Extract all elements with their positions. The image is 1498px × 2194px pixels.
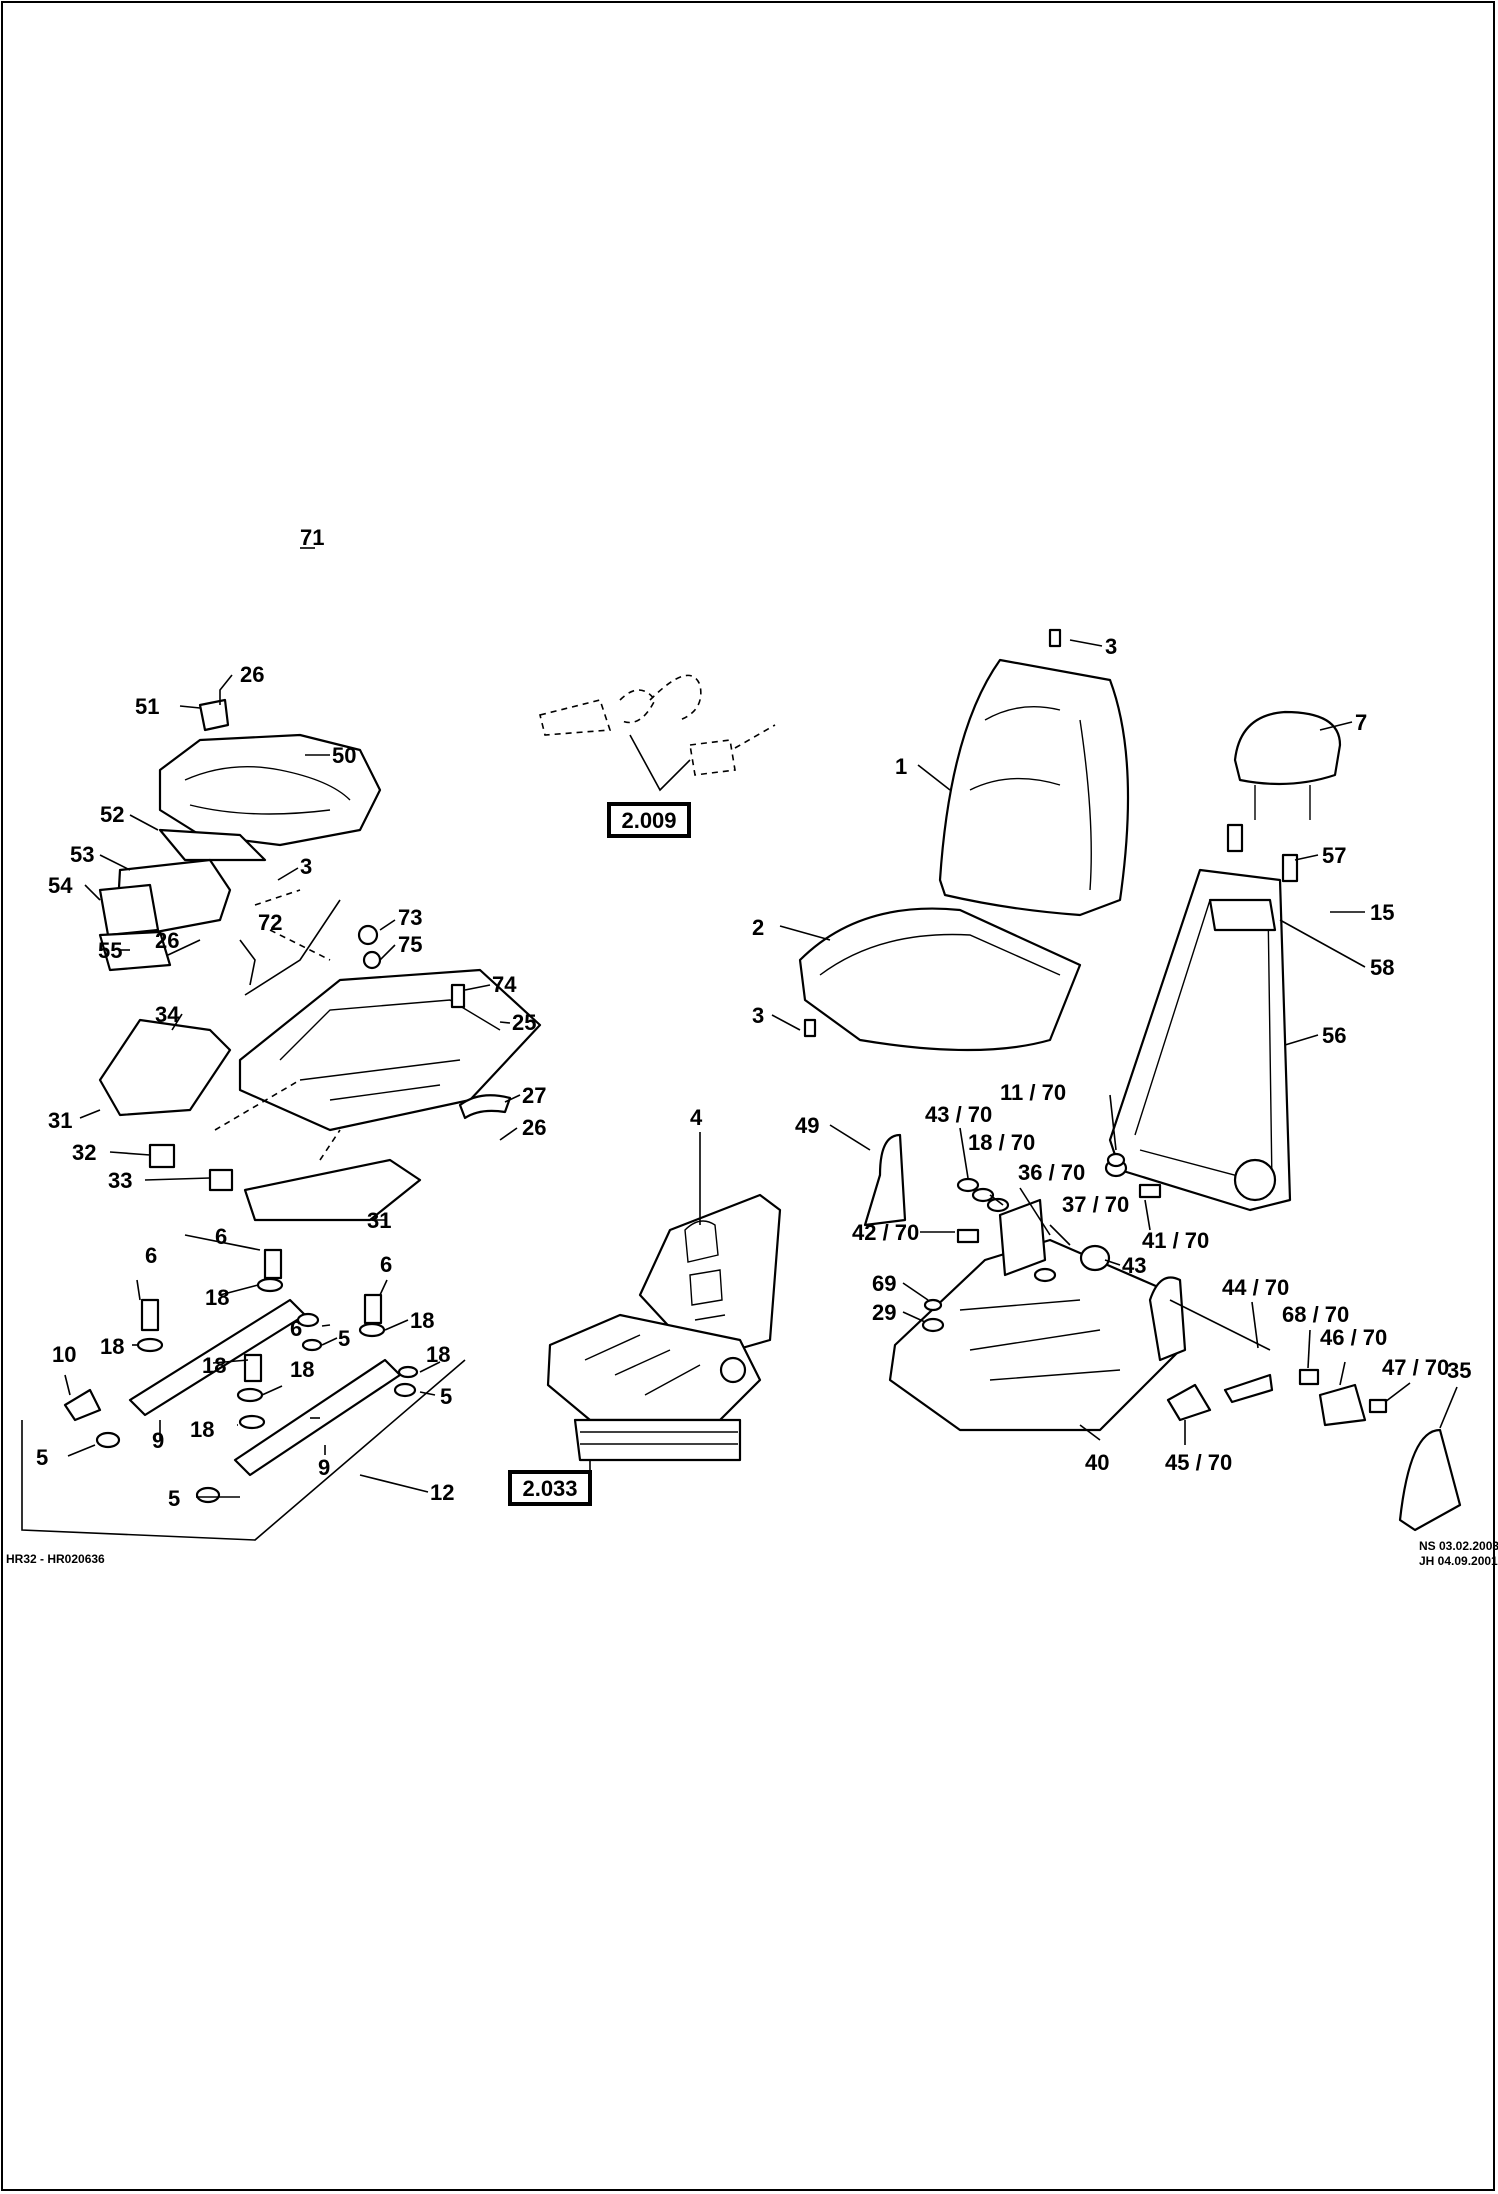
callout: 18	[205, 1285, 229, 1310]
callout: 69	[872, 1271, 896, 1296]
callout: 37 / 70	[1062, 1192, 1129, 1217]
callout: 56	[1322, 1023, 1346, 1048]
callout: 47 / 70	[1382, 1355, 1449, 1380]
revision-stamp-1: NS 03.02.2003	[1419, 1539, 1498, 1553]
revision-stamp-2: JH 04.09.2001	[1419, 1554, 1498, 1568]
callout: 34	[155, 1002, 180, 1027]
callout: 43	[1122, 1253, 1146, 1278]
callout: 27	[522, 1083, 546, 1108]
callout: 18	[202, 1353, 226, 1378]
callout: 9	[152, 1428, 164, 1453]
callout: 43 / 70	[925, 1102, 992, 1127]
callout: 5	[440, 1384, 452, 1409]
callout: 18	[426, 1342, 450, 1367]
callout: 71	[300, 525, 324, 550]
callout: 26	[240, 662, 264, 687]
callout-numbers: 26 51 50 52 53 3 54 55 71 72 73 75 74 26…	[36, 525, 1471, 1511]
callout-leaders	[64, 547, 1458, 1498]
callout: 9	[318, 1455, 330, 1480]
callout: 5	[168, 1486, 180, 1511]
complete-seat-reference	[546, 1193, 782, 1462]
callout: 3	[752, 1003, 764, 1028]
callout: 31	[367, 1208, 391, 1233]
callout: 11 / 70	[1000, 1080, 1066, 1105]
drawing-reference-id: HR32 - HR020636	[6, 1552, 105, 1566]
callout: 36 / 70	[1018, 1160, 1085, 1185]
callout: 7	[1355, 710, 1367, 735]
callout: 6	[290, 1316, 302, 1341]
callout: 58	[1370, 955, 1394, 980]
callout: 74	[492, 972, 517, 997]
callout: 26	[522, 1115, 546, 1140]
reference-box-2009[interactable]: 2.009	[607, 802, 691, 838]
callout: 42 / 70	[852, 1220, 919, 1245]
callout: 26	[155, 928, 179, 953]
callout: 52	[100, 802, 124, 827]
callout: 2	[752, 915, 764, 940]
callout: 5	[36, 1445, 48, 1470]
callout: 46 / 70	[1320, 1325, 1387, 1350]
callout: 49	[795, 1113, 819, 1138]
callout: 45 / 70	[1165, 1450, 1232, 1475]
callout: 68 / 70	[1282, 1302, 1349, 1327]
callout: 5	[338, 1326, 350, 1351]
callout: 32	[72, 1140, 96, 1165]
callout: 25	[512, 1010, 536, 1035]
callout: 3	[1105, 634, 1117, 659]
callout: 57	[1322, 843, 1346, 868]
callout: 55	[98, 938, 122, 963]
callout: 18	[190, 1417, 214, 1442]
svg-text:2.009: 2.009	[621, 808, 676, 833]
callout: 50	[332, 743, 356, 768]
callout: 54	[48, 873, 73, 898]
callout: 18 / 70	[968, 1130, 1035, 1155]
callout: 6	[145, 1243, 157, 1268]
callout: 4	[690, 1105, 703, 1130]
callout: 18	[100, 1334, 124, 1359]
callout: 18	[290, 1357, 314, 1382]
callout: 51	[135, 694, 159, 719]
callout: 31	[48, 1108, 72, 1133]
callout: 41 / 70	[1142, 1228, 1209, 1253]
callout: 6	[215, 1224, 227, 1249]
callout: 10	[52, 1342, 76, 1367]
callout: 75	[398, 932, 422, 957]
callout: 3	[300, 854, 312, 879]
callout: 53	[70, 842, 94, 867]
callout: 18	[410, 1308, 434, 1333]
callout: 40	[1085, 1450, 1109, 1475]
reference-box-2033[interactable]: 2.033	[508, 1470, 592, 1506]
callout: 6	[380, 1252, 392, 1277]
callout: 12	[430, 1480, 454, 1505]
seat-base-assembly	[21, 698, 542, 1541]
callout: 44 / 70	[1222, 1275, 1289, 1300]
callout: 73	[398, 905, 422, 930]
callout: 33	[108, 1168, 132, 1193]
callout: 1	[895, 754, 907, 779]
callout: 72	[258, 910, 282, 935]
seat-upholstery-parts	[798, 628, 1462, 1532]
seat-belt-reference	[539, 674, 776, 792]
callout: 29	[872, 1300, 896, 1325]
callout: 15	[1370, 900, 1394, 925]
callout: 35	[1447, 1358, 1471, 1383]
svg-text:2.033: 2.033	[522, 1476, 577, 1501]
